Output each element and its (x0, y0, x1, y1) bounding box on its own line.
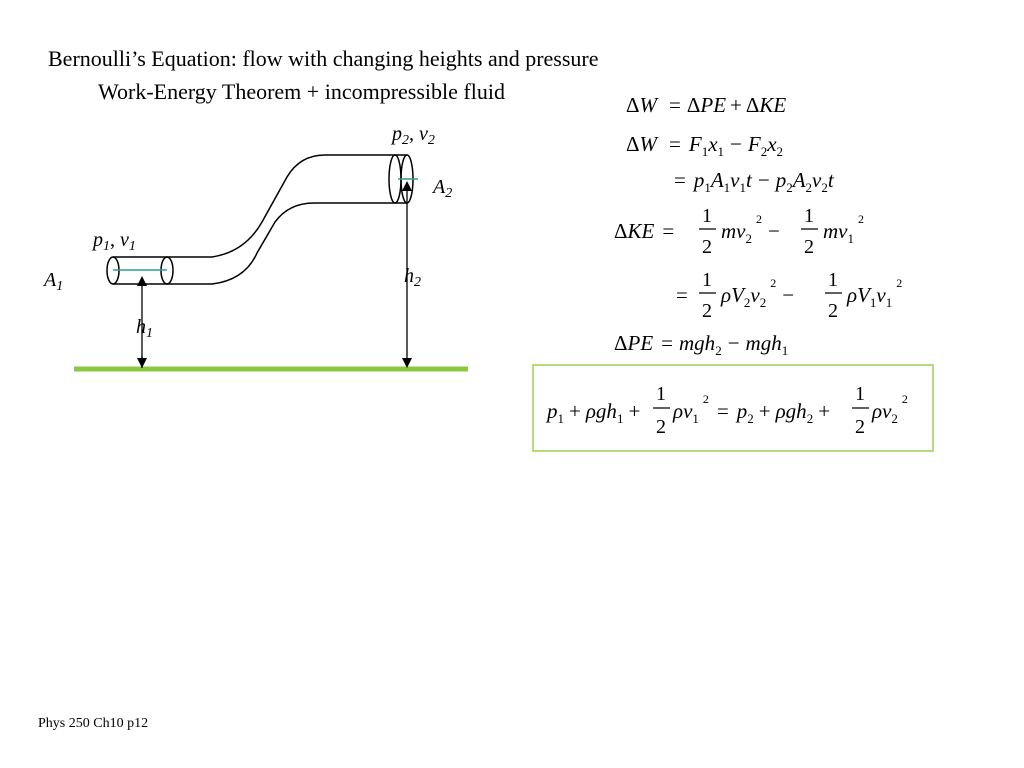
eq-work-pressure: =p1A1v1t−p2A2v2t (674, 168, 835, 195)
svg-text:1: 1 (828, 269, 838, 291)
slide-subtitle: Work-Energy Theorem + incompressible flu… (98, 79, 505, 104)
svg-text:ρv22: ρv22 (871, 392, 908, 426)
slide-title: Bernoulli’s Equation: flow with changing… (48, 46, 599, 71)
svg-text:ρv12=p2+ρgh2+: ρv12=p2+ρgh2+ (672, 392, 830, 426)
svg-text:mv22−: mv22− (721, 212, 780, 246)
svg-text:2: 2 (828, 300, 838, 322)
svg-text:2: 2 (855, 416, 865, 438)
eq-kinetic-energy-density: = 1 2 ρV2v22− 1 2 ρV1v12 (676, 269, 902, 322)
bernoulli-equation: p1+ρgh1+ 1 2 ρv12=p2+ρgh2+ 1 2 ρv22 (545, 383, 908, 438)
h1-arrow-foot (137, 358, 147, 368)
svg-text:1: 1 (702, 269, 712, 291)
svg-text:1: 1 (702, 205, 712, 227)
svg-text:ρV2v22−: ρV2v22− (720, 276, 794, 310)
svg-text:1: 1 (656, 383, 666, 405)
bernoulli-equation-box (532, 364, 934, 452)
svg-text:2: 2 (702, 236, 712, 258)
svg-text:1: 1 (804, 205, 814, 227)
label-a2: A2 (431, 176, 452, 201)
svg-text:2: 2 (804, 236, 814, 258)
label-a1: A1 (42, 269, 63, 294)
svg-text:1: 1 (855, 383, 865, 405)
svg-text:=: = (676, 283, 688, 307)
slide-footer: Phys 250 Ch10 p12 (38, 716, 149, 731)
eq-potential-energy: ΔPE=mgh2−mgh1 (614, 331, 788, 358)
h2-arrow-foot (402, 358, 412, 368)
svg-text:p1+ρgh1+: p1+ρgh1+ (545, 399, 640, 426)
svg-text:ΔKE=: ΔKE= (614, 219, 674, 243)
eq-kinetic-energy: ΔKE= 1 2 mv22− 1 2 mv12 (614, 205, 864, 258)
label-p2-v2: p2, v2 (390, 123, 435, 148)
pipe-bottom-wall (113, 202, 407, 285)
svg-text:2: 2 (656, 416, 666, 438)
label-h2: h2 (404, 265, 421, 290)
pipe-top-wall (113, 154, 407, 258)
eq-work-energy: ΔW=ΔPE+ΔKE (626, 93, 786, 117)
svg-text:ρV1v12: ρV1v12 (846, 276, 902, 310)
svg-text:2: 2 (702, 300, 712, 322)
label-p1-v1: p1, v1 (91, 229, 136, 254)
pipe (106, 154, 414, 285)
eq-work-force: ΔW=F1x1−F2x2 (626, 132, 783, 159)
svg-text:mv12: mv12 (823, 212, 864, 246)
label-h1: h1 (136, 316, 153, 341)
